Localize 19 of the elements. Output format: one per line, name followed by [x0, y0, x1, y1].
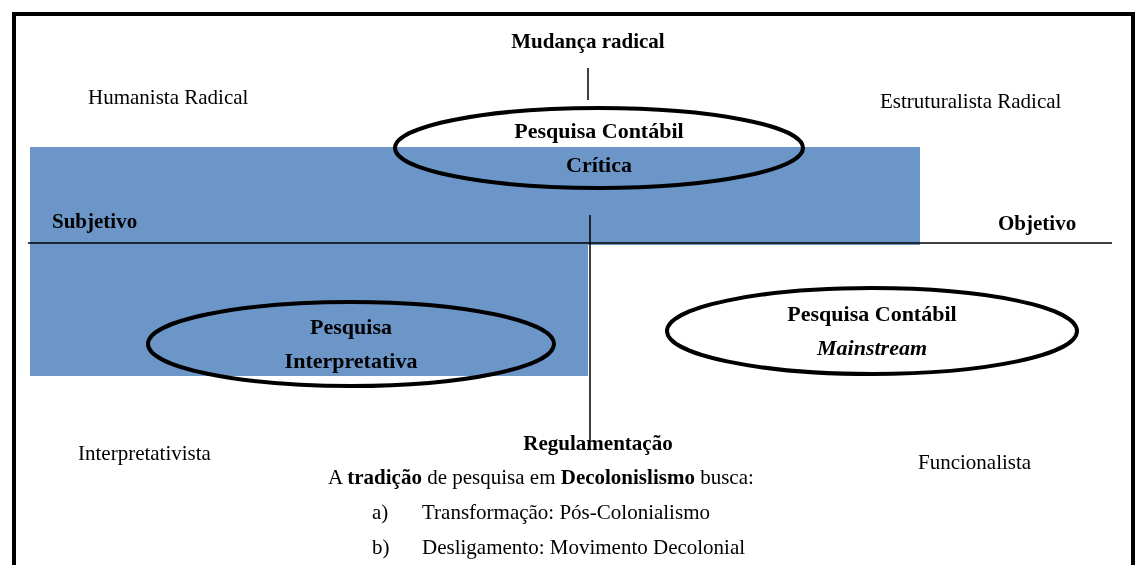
list-marker: b)	[372, 534, 390, 560]
ellipse	[146, 300, 556, 388]
axis-label: Objetivo	[998, 210, 1077, 236]
ellipse-label: Pesquisa Contábil Mainstream	[786, 300, 958, 362]
ellipse-label: Pesquisa Interpretativa	[283, 313, 419, 375]
ellipse	[393, 106, 805, 190]
axis-label: Regulamentação	[523, 430, 673, 456]
note-text: A tradição de pesquisa em Decolonislismo busca:	[328, 464, 754, 490]
axis-label: Subjetivo	[52, 208, 138, 234]
ellipse	[665, 286, 1079, 376]
list-marker: a)	[372, 499, 389, 525]
ellipse-label: Pesquisa Contábil Crítica	[513, 117, 685, 179]
list-item: Transformação: Pós-Colonialismo	[422, 499, 710, 525]
quadrant-label: Funcionalista	[918, 449, 1032, 475]
quadrant-label: Interpretativista	[78, 440, 211, 466]
axis-label: Mudança radical	[511, 28, 665, 54]
quadrant-label: Estruturalista Radical	[880, 88, 1062, 114]
list-item: Desligamento: Movimento Decolonial	[422, 534, 746, 560]
quadrant-label: Humanista Radical	[88, 84, 249, 110]
